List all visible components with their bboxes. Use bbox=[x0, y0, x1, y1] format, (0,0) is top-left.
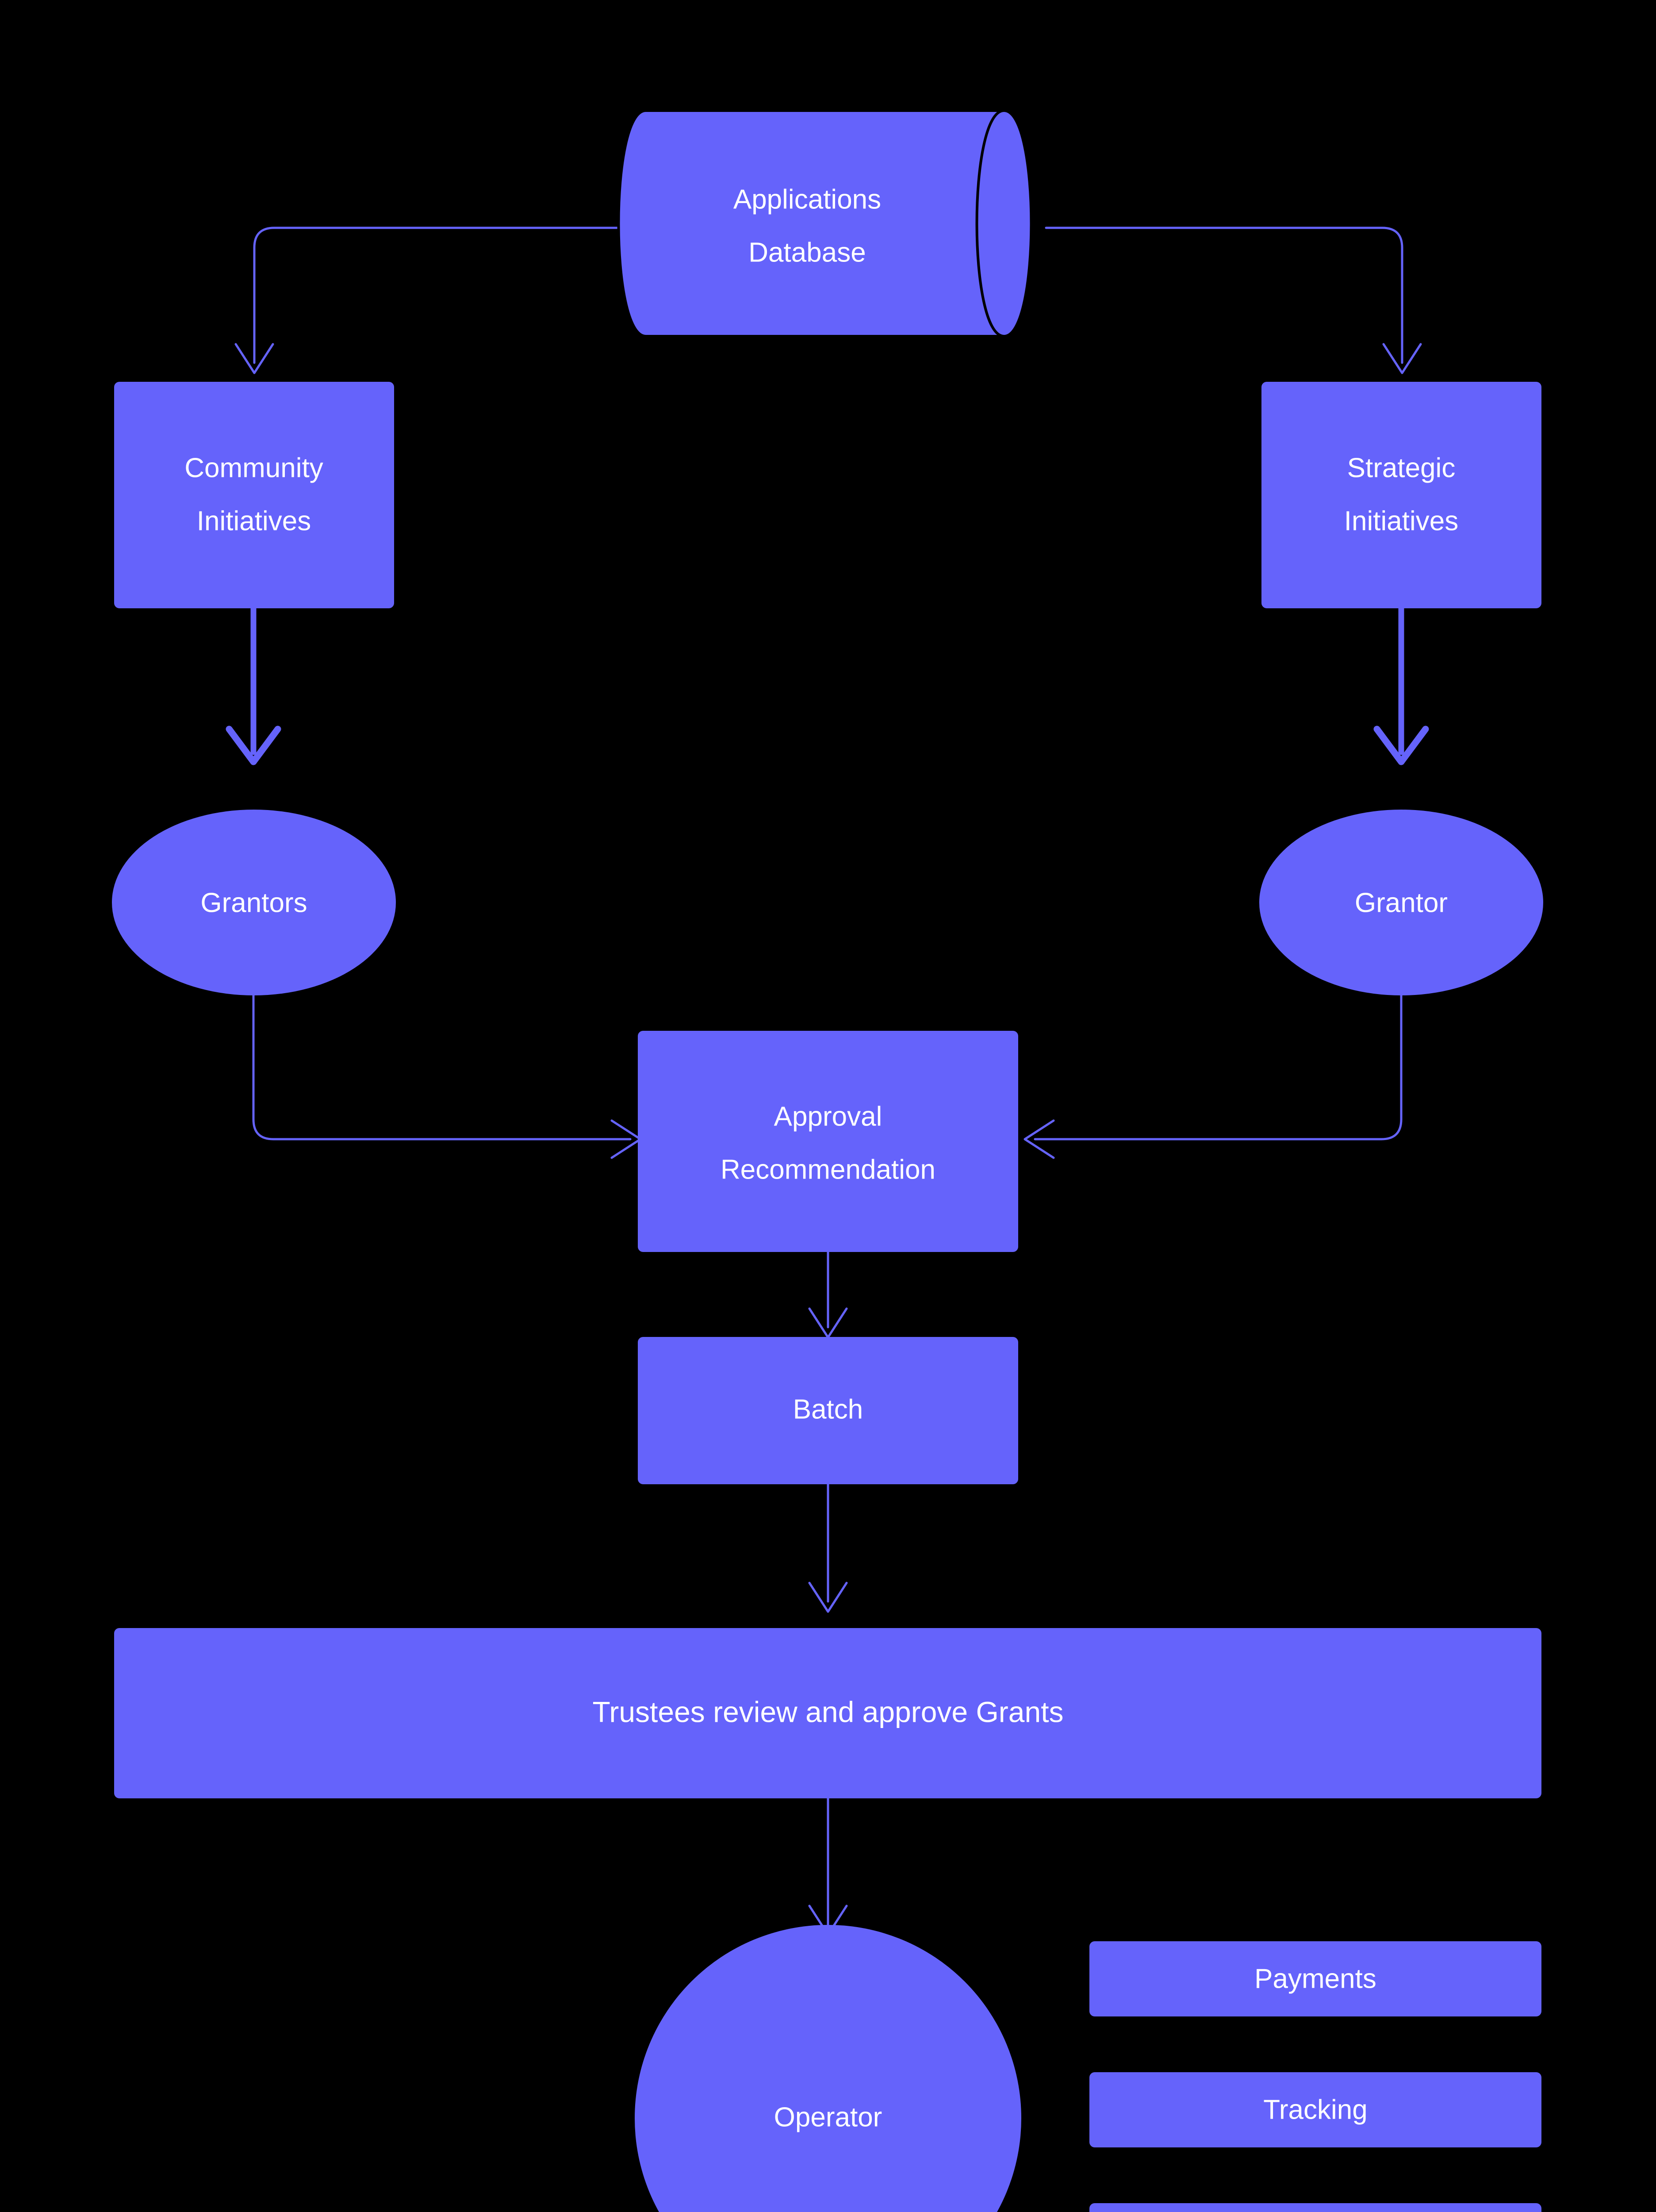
node-applications-database[interactable]: Applications Database bbox=[617, 109, 1033, 338]
node-grantor-label: Grantor bbox=[1355, 887, 1448, 918]
node-batch[interactable]: Batch bbox=[638, 1337, 1018, 1484]
edge-strategic-initiatives-to-grantor bbox=[1373, 605, 1429, 765]
node-trustees-review-label: Trustees review and approve Grants bbox=[592, 1695, 1063, 1728]
edge-grantors-to-approval-recommendation bbox=[252, 968, 642, 1159]
node-community-initiatives-label-line2: Initiatives bbox=[197, 506, 311, 536]
node-trustees-review[interactable]: Trustees review and approve Grants bbox=[114, 1628, 1541, 1798]
node-payments[interactable]: Payments bbox=[1089, 1941, 1541, 2016]
edge-community-initiatives-to-grantors bbox=[226, 605, 281, 765]
node-payments-label: Payments bbox=[1254, 1963, 1376, 1994]
node-tracking-label: Tracking bbox=[1263, 2094, 1367, 2125]
node-approval-recommendation-label-line1: Approval bbox=[774, 1101, 882, 1132]
edge-approval-recommendation-to-batch bbox=[808, 1251, 848, 1339]
node-approval-recommendation-label-line2: Recommendation bbox=[721, 1154, 935, 1185]
edge-grantor-to-approval-recommendation bbox=[1024, 968, 1403, 1159]
node-strategic-initiatives-label-line1: Strategic bbox=[1347, 453, 1456, 483]
node-community-initiatives[interactable]: Community Initiatives bbox=[114, 382, 394, 608]
node-strategic-initiatives-label-line2: Initiatives bbox=[1344, 506, 1458, 536]
node-financials[interactable]: Financials bbox=[1089, 2203, 1541, 2212]
edge-db-to-community-initiatives bbox=[234, 227, 618, 374]
node-applications-database-label-line1: Applications bbox=[733, 184, 881, 215]
node-operator[interactable]: Operator bbox=[635, 1925, 1021, 2212]
node-strategic-initiatives[interactable]: Strategic Initiatives bbox=[1261, 382, 1541, 608]
node-tracking[interactable]: Tracking bbox=[1089, 2072, 1541, 2147]
node-approval-recommendation[interactable]: Approval Recommendation bbox=[638, 1031, 1018, 1252]
edge-db-to-strategic-initiatives bbox=[1045, 227, 1422, 374]
node-grantors-label: Grantors bbox=[200, 887, 307, 918]
node-applications-database-label-line2: Database bbox=[748, 237, 866, 268]
node-batch-label: Batch bbox=[793, 1394, 863, 1425]
node-grantor[interactable]: Grantor bbox=[1259, 810, 1543, 995]
node-operator-label: Operator bbox=[774, 2102, 882, 2132]
edge-batch-to-trustees-review bbox=[808, 1483, 848, 1613]
node-community-initiatives-label-line1: Community bbox=[184, 453, 323, 483]
node-grantors[interactable]: Grantors bbox=[112, 810, 396, 995]
edge-trustees-review-to-operator bbox=[808, 1797, 848, 1936]
